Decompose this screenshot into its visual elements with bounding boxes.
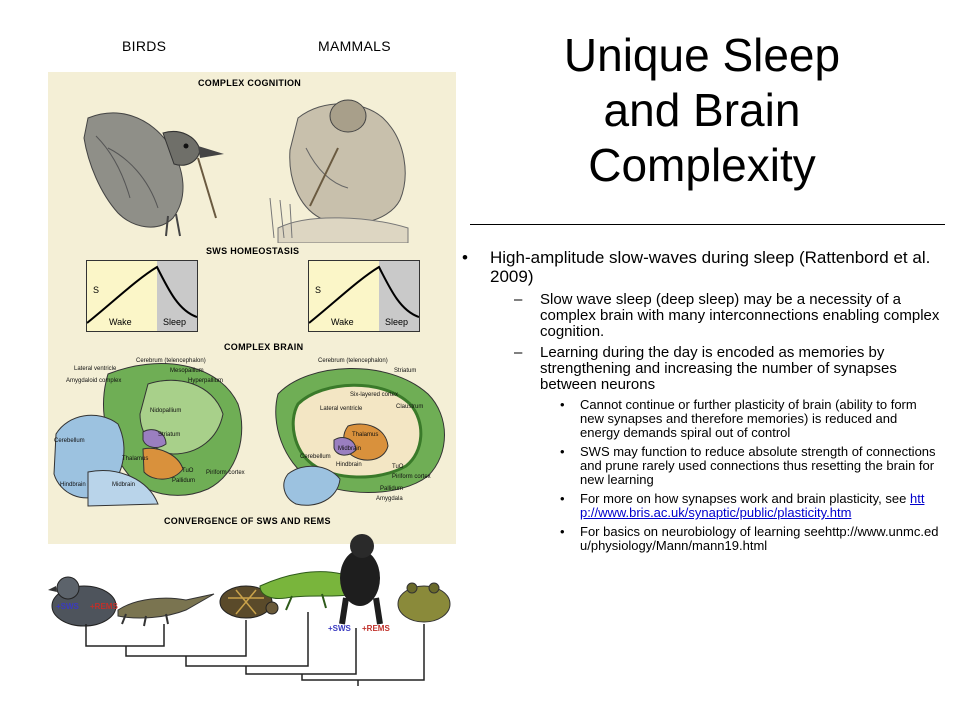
brain-label-hyperpallium-bird: Hyperpallium <box>188 378 224 384</box>
brain-label-hindbrain-mammal: Hindbrain <box>336 462 362 468</box>
col-header-birds: BIRDS <box>122 38 167 54</box>
graph-s-label: S <box>315 285 322 295</box>
graph-sleep-region <box>157 261 197 331</box>
pigeon-illustration <box>48 576 117 627</box>
bullet-mark: – <box>514 344 523 361</box>
bullet-text: Cannot continue or further plasticity of… <box>580 397 917 440</box>
graph-wake-region <box>309 261 379 331</box>
bullet-more-on-synapses: • For more on how synapses work and brai… <box>560 492 940 520</box>
chimp-illustration <box>269 99 409 243</box>
brain-label-lateral-ventricle-bird: Lateral ventricle <box>74 366 117 372</box>
brain-illustrations <box>53 363 445 507</box>
bullet-list: • High-amplitude slow-waves during sleep… <box>462 248 940 558</box>
brain-label-amygdala-mammal: Amygdala <box>376 496 403 502</box>
sws-label-mammals: +SWS <box>328 624 351 633</box>
brain-label-six-layered-mammal: Six-layered cortex <box>350 392 399 398</box>
sws-label-birds: +SWS <box>56 602 79 611</box>
brain-label-tuo-mammal: TuO <box>392 464 404 470</box>
col-header-mammals: MAMMALS <box>318 38 391 54</box>
title-line-3: Complexity <box>588 139 816 191</box>
sws-graph-birds: S Wake Sleep <box>86 260 198 332</box>
mammal-brain-illustration <box>275 368 445 506</box>
frog-illustration <box>397 582 451 623</box>
graph-sleep-region <box>379 261 419 331</box>
panel-label-complex-brain: COMPLEX BRAIN <box>224 342 304 352</box>
title-line-1: Unique Sleep <box>563 29 841 81</box>
title-line-2: and Brain <box>603 84 801 136</box>
rems-label-mammals: +REMS <box>362 624 390 633</box>
bullet-text: Slow wave sleep (deep sleep) may be a ne… <box>540 291 940 340</box>
convergence-illustration <box>48 534 451 686</box>
brain-label-pallidum-bird: Pallidum <box>172 478 196 484</box>
brain-label-hindbrain-bird: Hindbrain <box>60 482 86 488</box>
brain-label-midbrain-bird: Midbrain <box>112 482 136 488</box>
brain-label-cerebellum-mammal: Cerebellum <box>300 454 331 460</box>
bird-illustration <box>83 112 224 237</box>
brain-label-mesopallium-bird: Mesopallium <box>170 368 204 374</box>
graph-wake-region <box>87 261 157 331</box>
figure: BIRDS MAMMALS COMPLEX COGNITION SWS HOME… <box>46 36 458 686</box>
bullet-mark: • <box>462 248 468 267</box>
bullet-text: SWS may function to reduce absolute stre… <box>580 444 936 487</box>
cladogram <box>85 612 425 686</box>
brain-label-tuo-bird: TuO <box>182 468 194 474</box>
panel-label-sws-homeostasis: SWS HOMEOSTASIS <box>206 246 300 256</box>
graph-sleep-label: Sleep <box>385 317 409 327</box>
bullet-text: For basics on neurobiology of learning s… <box>580 524 939 553</box>
slide-title: Unique Sleep and Brain Complexity <box>482 28 922 193</box>
bullet-sws-function: • SWS may function to reduce absolute st… <box>560 445 940 487</box>
brain-label-amygdaloid-bird: Amygdaloid complex <box>66 378 122 384</box>
chimpanzee-illustration <box>339 534 383 625</box>
bullet-neurobiology-basics: • For basics on neurobiology of learning… <box>560 525 940 553</box>
panel-label-convergence: CONVERGENCE OF SWS AND REMS <box>164 516 331 526</box>
graph-sleep-label: Sleep <box>163 317 187 327</box>
bullet-learning: – Learning during the day is encoded as … <box>514 345 940 393</box>
brain-label-claustrum-mammal: Claustrum <box>396 404 424 410</box>
rems-label-birds: +REMS <box>90 602 118 611</box>
brain-label-striatum-bird: Striatum <box>158 432 181 438</box>
plasticity-link[interactable]: http://www.bris.ac.uk/synaptic/public/pl… <box>580 491 925 520</box>
turtle-illustration <box>219 585 279 619</box>
brain-label-thalamus-mammal: Thalamus <box>352 432 379 438</box>
bullet-mark: • <box>560 491 565 506</box>
graph-s-label: S <box>93 285 100 295</box>
title-divider <box>470 224 945 225</box>
bullet-text: For more on how synapses work and brain … <box>580 491 907 506</box>
bullet-text: Learning during the day is encoded as me… <box>540 344 897 393</box>
bullet-text: High-amplitude slow-waves during sleep (… <box>490 248 931 286</box>
bullet-mark: – <box>514 291 523 308</box>
brain-label-cerebrum-bird: Cerebrum (telencephalon) <box>136 358 206 364</box>
graph-wake-label: Wake <box>109 317 132 327</box>
graph-curve <box>87 265 197 324</box>
sws-graph-mammals: S Wake Sleep <box>308 260 420 332</box>
cognition-illustrations <box>83 99 409 243</box>
bullet-mark: • <box>560 524 565 539</box>
bullet-plasticity-reduced: • Cannot continue or further plasticity … <box>560 398 940 440</box>
brain-label-cerebrum-mammal: Cerebrum (telencephalon) <box>318 358 388 364</box>
crocodile-illustration <box>117 593 215 627</box>
brain-label-piriform-bird: Piriform cortex <box>206 470 245 476</box>
graph-wake-label: Wake <box>331 317 354 327</box>
graph-curve <box>309 265 419 324</box>
brain-label-lateral-ventricle-mammal: Lateral ventricle <box>320 406 363 412</box>
bullet-mark: • <box>560 397 565 412</box>
brain-label-cerebellum-bird: Cerebellum <box>54 438 85 444</box>
bird-brain-illustration <box>53 363 243 507</box>
bullet-mark: • <box>560 444 565 459</box>
brain-label-striatum-mammal: Striatum <box>394 368 417 374</box>
bullet-high-amplitude: • High-amplitude slow-waves during sleep… <box>462 248 940 286</box>
brain-label-midbrain-mammal: Midbrain <box>338 446 362 452</box>
bullet-slow-wave-sleep: – Slow wave sleep (deep sleep) may be a … <box>514 292 940 340</box>
brain-label-nidopallium-bird: Nidopallium <box>150 408 182 414</box>
brain-label-pallidum-mammal: Pallidum <box>380 486 404 492</box>
bullet-content: For more on how synapses work and brain … <box>580 492 940 520</box>
brain-label-piriform-mammal: Piriform cortex <box>392 474 431 480</box>
panel-label-complex-cognition: COMPLEX COGNITION <box>198 78 302 88</box>
brain-label-thalamus-bird: Thalamus <box>122 456 149 462</box>
